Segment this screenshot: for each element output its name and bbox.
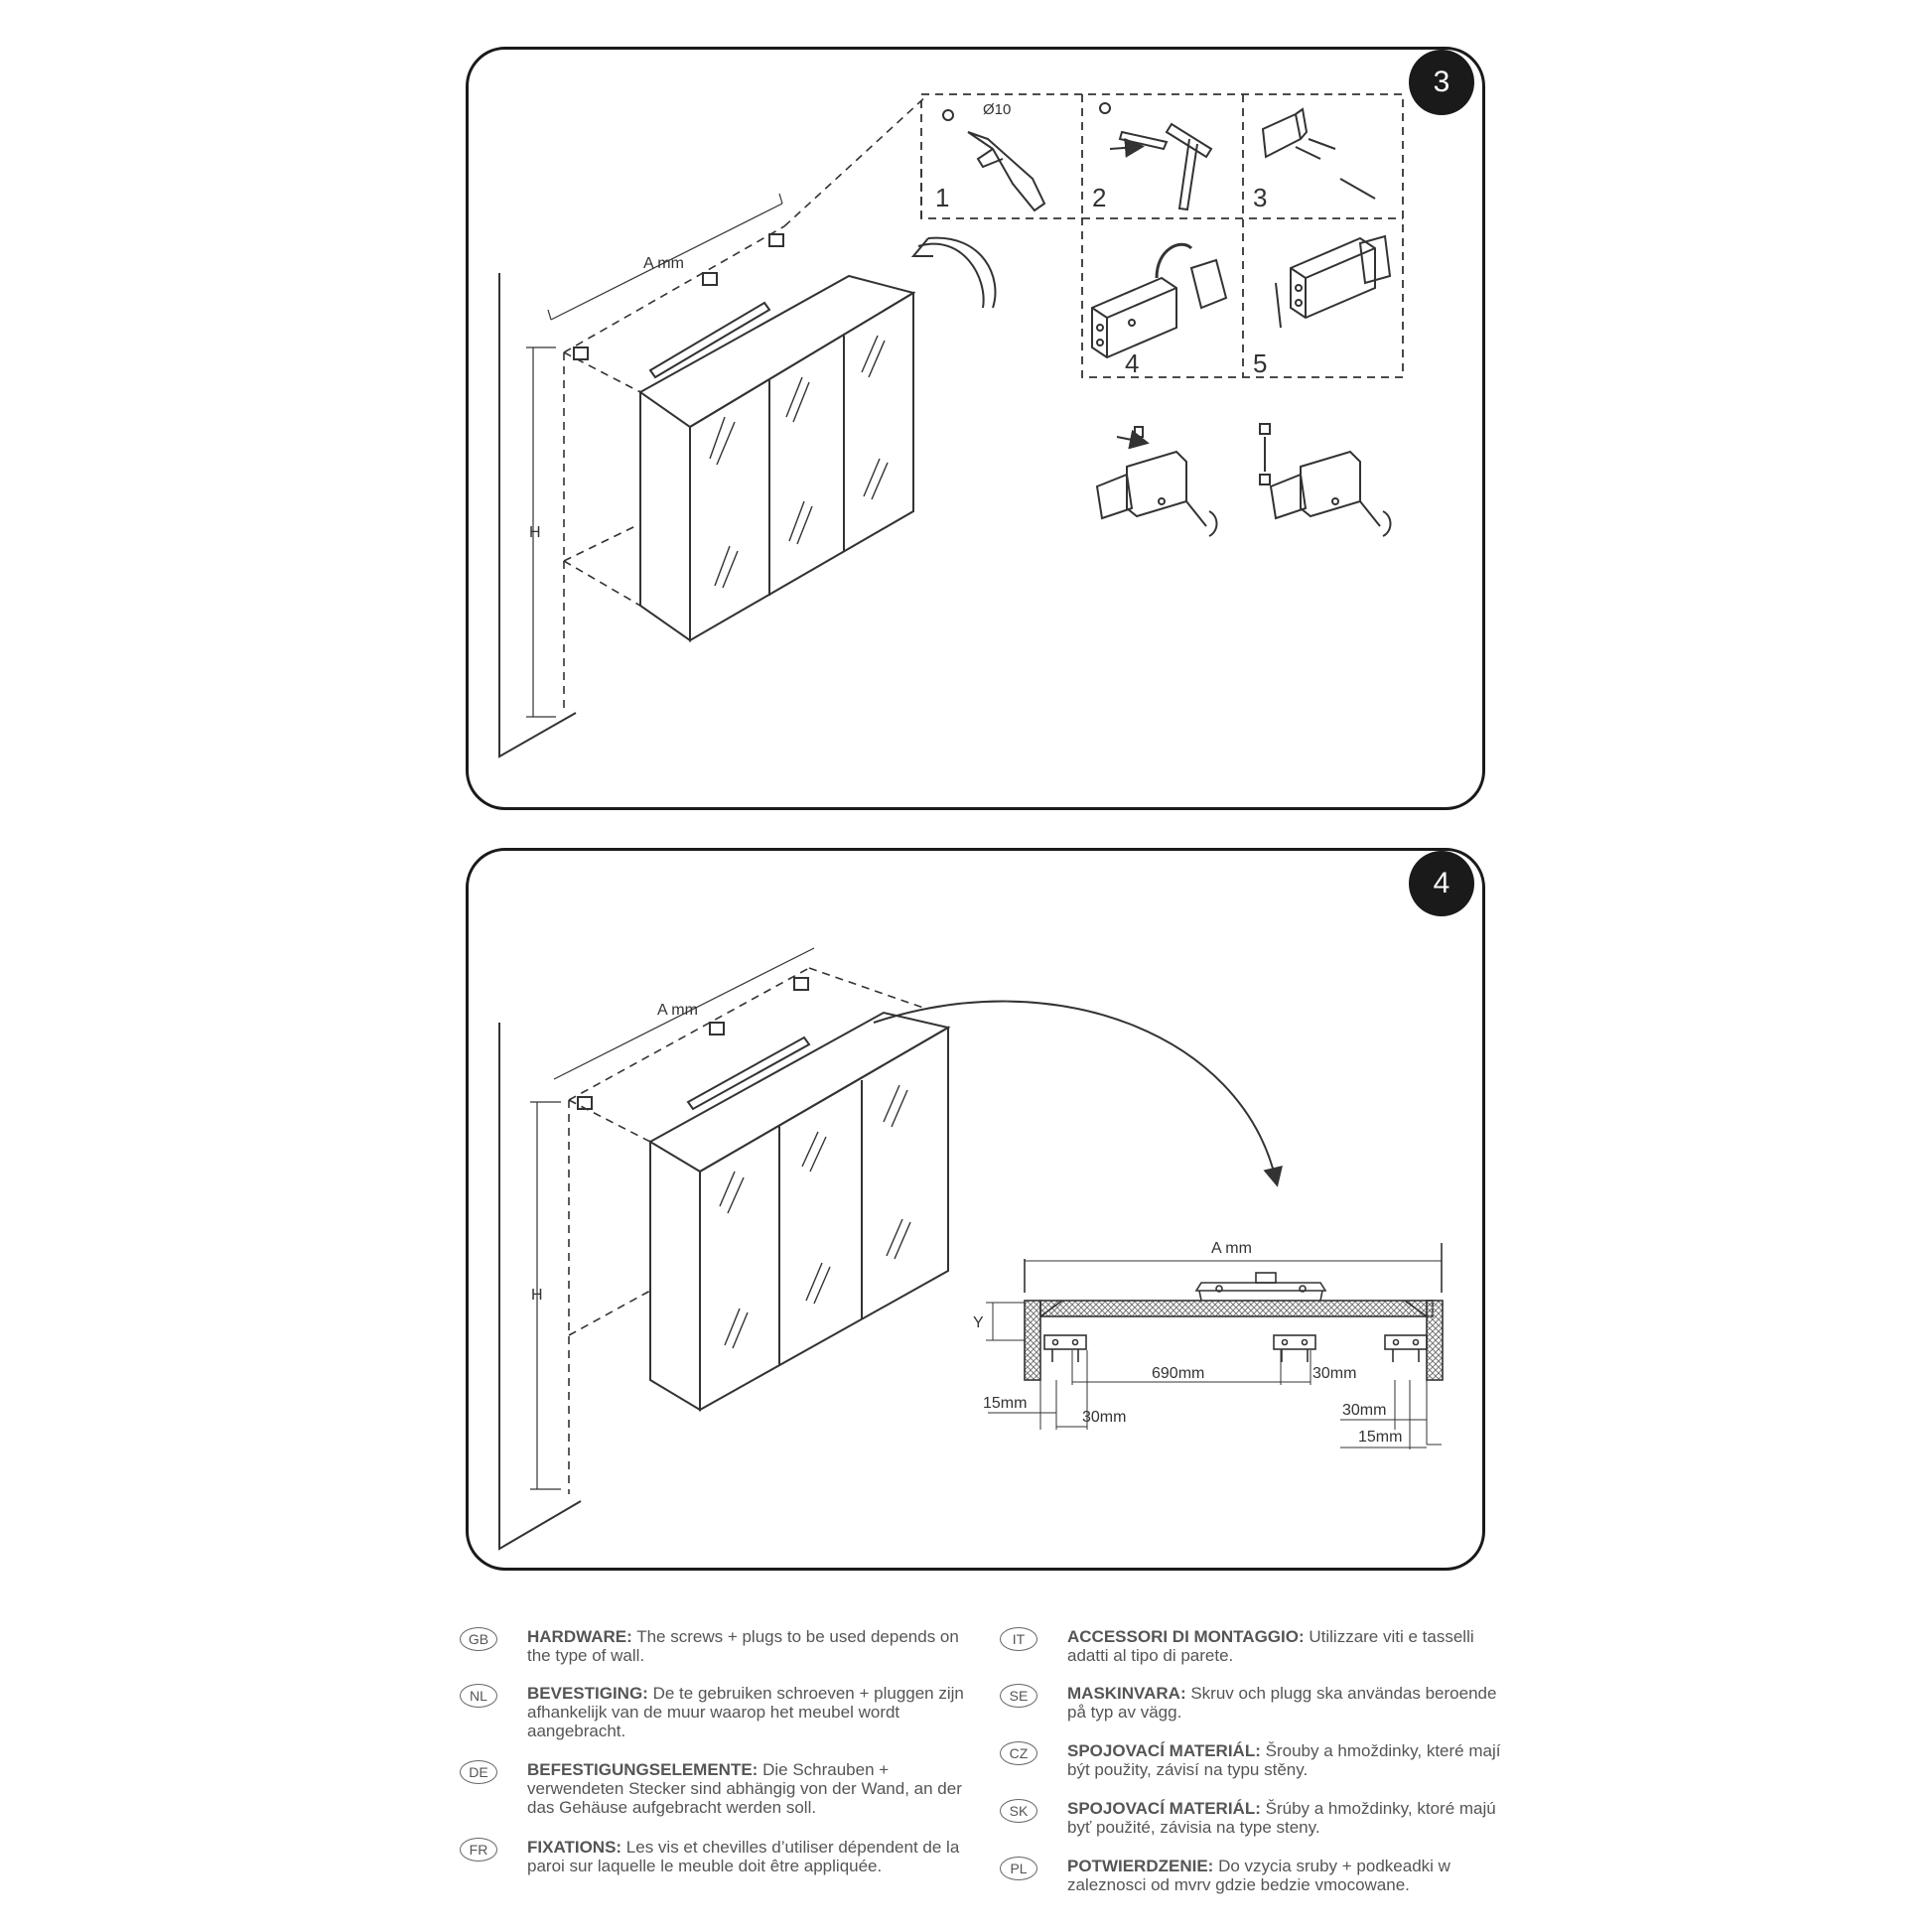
legend-label: FIXATIONS: bbox=[527, 1838, 622, 1857]
detail-15mm-left-label: 15mm bbox=[983, 1395, 1027, 1412]
legend-text: The screws + plugs to be used depends on… bbox=[527, 1627, 959, 1665]
legend-text: De te gebruiken schroeven + pluggen zijn… bbox=[527, 1684, 964, 1740]
legend-label: ACCESSORI DI MONTAGGIO: bbox=[1067, 1627, 1305, 1646]
legend-label: SPOJOVACÍ MATERIÁL: bbox=[1067, 1741, 1261, 1760]
step-3-panel bbox=[466, 47, 1485, 810]
detail-y-label: Y bbox=[973, 1314, 984, 1331]
language-code: PL bbox=[1000, 1857, 1037, 1880]
legend-text: Skruv och plugg ska användas beroende på… bbox=[1067, 1684, 1497, 1722]
language-code: NL bbox=[460, 1684, 497, 1708]
horizontal-adjustment-icon bbox=[1095, 426, 1218, 537]
step-3-height-label: H bbox=[529, 524, 541, 541]
legend-text: Do vzycia sruby + podkeadki w zaleznosci… bbox=[1067, 1857, 1450, 1894]
top-view-labels: A mm Y 690mm 30mm 15mm 30mm 30mm 15mm bbox=[973, 1240, 1402, 1446]
language-code: SK bbox=[1000, 1799, 1037, 1823]
step-3-cabinet-drawing bbox=[498, 93, 997, 759]
sub-step-5-label: 5 bbox=[1253, 348, 1267, 378]
sub-step-2-label: 2 bbox=[1092, 183, 1106, 212]
assembled-hanger-icon bbox=[1275, 234, 1392, 329]
detail-spacing-label: 690mm bbox=[1152, 1365, 1204, 1382]
sub-step-3-label: 3 bbox=[1253, 183, 1267, 212]
detail-15mm-bottom-right-label: 15mm bbox=[1358, 1429, 1402, 1446]
legend-label: SPOJOVACÍ MATERIÁL: bbox=[1067, 1799, 1261, 1818]
legend-label: HARDWARE: bbox=[527, 1627, 632, 1646]
sub-step-grid bbox=[920, 93, 1404, 378]
legend-text: Les vis et chevilles d’utiliser dépenden… bbox=[527, 1838, 960, 1875]
legend-text: Šrouby a hmoždinky, které mají být použi… bbox=[1067, 1741, 1501, 1779]
sub-step-1-label: 1 bbox=[935, 183, 949, 212]
hanger-icon bbox=[1091, 242, 1228, 359]
legend-label: BEFESTIGUNGSELEMENTE: bbox=[527, 1760, 759, 1779]
legend-label: POTWIERDZENIE: bbox=[1067, 1857, 1214, 1875]
legend-text: Šrúby a hmoždinky, ktoré majú byť použit… bbox=[1067, 1799, 1496, 1837]
plug-hammer-icon bbox=[1099, 102, 1213, 211]
step-4-badge: 4 bbox=[1409, 851, 1474, 916]
drill-size-label: Ø10 bbox=[983, 101, 1011, 118]
step-4-cabinet-drawing bbox=[498, 947, 1283, 1551]
step-4-width-label: A mm bbox=[657, 1002, 698, 1019]
top-view-detail bbox=[986, 1243, 1444, 1449]
bracket-screws-icon bbox=[1261, 107, 1376, 200]
step-3-width-label: A mm bbox=[643, 255, 684, 272]
legend-label: MASKINVARA: bbox=[1067, 1684, 1186, 1703]
language-code: SE bbox=[1000, 1684, 1037, 1708]
legend-text: Utilizzare viti e tasselli adatti al tip… bbox=[1067, 1627, 1474, 1665]
step-4-panel bbox=[466, 848, 1485, 1571]
detail-30mm-right-label: 30mm bbox=[1312, 1365, 1356, 1382]
legend-text: Die Schrauben + verwendeten Stecker sind… bbox=[527, 1760, 962, 1817]
detail-30mm-left-label: 30mm bbox=[1082, 1409, 1126, 1426]
detail-width-label: A mm bbox=[1211, 1240, 1252, 1257]
language-code: GB bbox=[460, 1627, 497, 1651]
sub-step-4-label: 4 bbox=[1125, 348, 1139, 378]
language-code: CZ bbox=[1000, 1741, 1037, 1765]
detail-30mm-bottom-right-label: 30mm bbox=[1342, 1402, 1386, 1419]
drill-icon bbox=[942, 109, 1046, 212]
step-4-height-label: H bbox=[531, 1287, 543, 1304]
sub-step-numbers: 1 2 3 4 5 bbox=[935, 183, 1267, 378]
language-code: IT bbox=[1000, 1627, 1037, 1651]
legend-label: BEVESTIGING: bbox=[527, 1684, 648, 1703]
language-code: DE bbox=[460, 1760, 497, 1784]
step-3-badge: 3 bbox=[1409, 50, 1474, 115]
vertical-adjustment-icon bbox=[1259, 423, 1392, 537]
language-code: FR bbox=[460, 1838, 497, 1862]
